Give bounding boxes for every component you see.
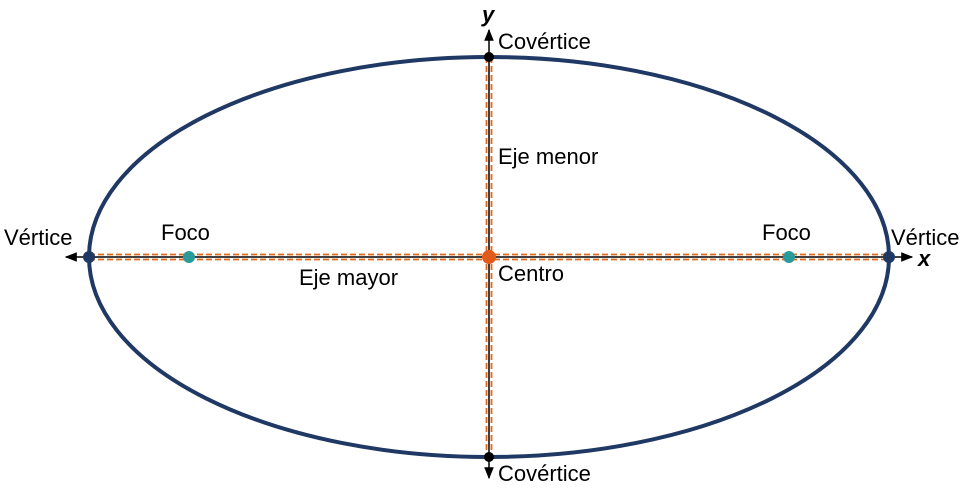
x-axis-label: x (917, 246, 931, 271)
focus-right-point (783, 251, 795, 263)
covertex-bottom-point (484, 452, 494, 462)
covertex-top-point (484, 52, 494, 62)
center-point (482, 250, 496, 264)
covertex-top-label: Covértice (498, 29, 591, 54)
vertex-right-point (883, 251, 895, 263)
y-axis-label: y (481, 2, 496, 27)
vertex-right-label: Vértice (891, 225, 959, 250)
covertex-bottom-label: Covértice (498, 461, 591, 486)
focus-left-point (183, 251, 195, 263)
major-axis-label: Eje mayor (299, 265, 398, 290)
center-label: Centro (498, 261, 564, 286)
vertex-left-point (83, 251, 95, 263)
focus-right-label: Foco (762, 220, 811, 245)
minor-axis-label: Eje menor (498, 144, 598, 169)
focus-left-label: Foco (161, 220, 210, 245)
vertex-left-label: Vértice (4, 225, 72, 250)
